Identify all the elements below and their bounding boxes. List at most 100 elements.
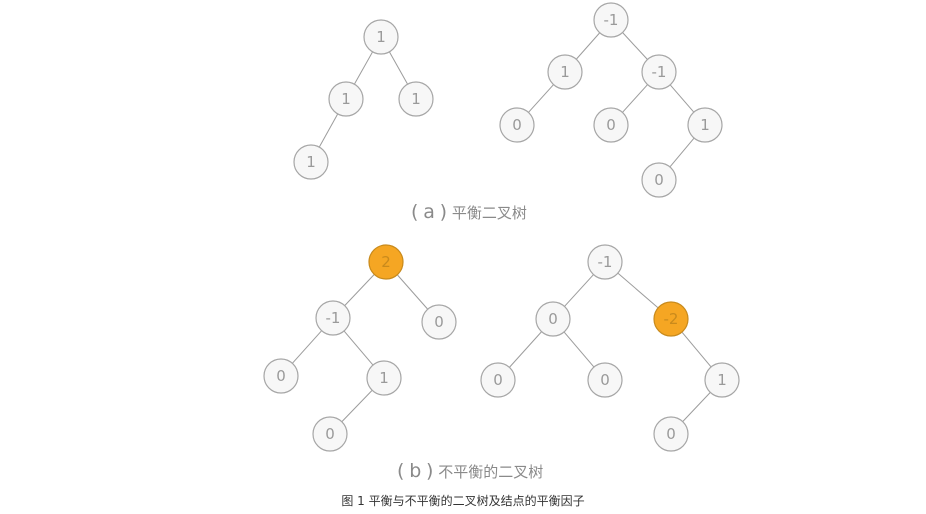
node-circle bbox=[641, 162, 677, 198]
caption-a-close-paren: ) bbox=[439, 201, 448, 223]
balance-factor-label: -1 bbox=[604, 11, 619, 29]
tree-node: 1 bbox=[398, 81, 434, 117]
balance-factor-label: 1 bbox=[379, 369, 389, 387]
tree-edge bbox=[353, 51, 374, 85]
tree-node: 0 bbox=[312, 416, 348, 452]
node-circle bbox=[315, 300, 351, 336]
tree-node: -1 bbox=[641, 54, 677, 90]
balance-factor-label: 0 bbox=[654, 171, 664, 189]
tree-node: -2 bbox=[653, 301, 689, 337]
tree-node: 0 bbox=[480, 362, 516, 398]
node-circle bbox=[421, 304, 457, 340]
tree-edge bbox=[509, 331, 542, 368]
tree-edge bbox=[575, 32, 601, 60]
balance-factor-label: 0 bbox=[493, 371, 503, 389]
node-circle bbox=[398, 81, 434, 117]
balance-factor-label: 1 bbox=[376, 28, 386, 46]
balance-factor-label: 1 bbox=[411, 90, 421, 108]
balance-factor-label: 1 bbox=[717, 371, 727, 389]
node-circle bbox=[641, 54, 677, 90]
tree-edge bbox=[291, 330, 323, 364]
tree-node: 0 bbox=[535, 301, 571, 337]
node-circle bbox=[653, 416, 689, 452]
tree-node: -1 bbox=[587, 244, 623, 280]
tree-edge bbox=[622, 84, 648, 113]
node-circle bbox=[328, 81, 364, 117]
tree-edge bbox=[318, 113, 339, 148]
tree-edge bbox=[622, 32, 648, 60]
balance-factor-label: 1 bbox=[306, 153, 316, 171]
tree-node: 1 bbox=[687, 107, 723, 143]
tree-edge bbox=[388, 51, 409, 85]
tree-node: 1 bbox=[363, 19, 399, 55]
tree-edge bbox=[669, 84, 695, 113]
node-circle bbox=[593, 2, 629, 38]
tree-edge bbox=[341, 389, 373, 423]
tree-edge bbox=[563, 331, 595, 368]
balance-factor-label: 1 bbox=[700, 116, 710, 134]
balance-factor-label: 0 bbox=[666, 425, 676, 443]
caption-a: ( a ) 平衡二叉树 bbox=[411, 201, 527, 223]
tree-edge bbox=[564, 274, 594, 307]
tree-node: 1 bbox=[366, 360, 402, 396]
balance-factor-label: -1 bbox=[326, 309, 341, 327]
node-circle bbox=[587, 362, 623, 398]
node-circle bbox=[366, 360, 402, 396]
caption-b-open-paren: ( bbox=[397, 460, 405, 482]
node-circle bbox=[293, 144, 329, 180]
tree-node: 0 bbox=[653, 416, 689, 452]
caption-b-close-paren: ) bbox=[426, 460, 434, 482]
caption-a-open-paren: ( bbox=[411, 201, 419, 223]
node-circle bbox=[312, 416, 348, 452]
balance-factor-label: 2 bbox=[381, 253, 391, 271]
balance-factor-label: 0 bbox=[434, 313, 444, 331]
balance-factor-label: 0 bbox=[606, 116, 616, 134]
tree-edge bbox=[617, 272, 659, 309]
balance-factor-label: 0 bbox=[512, 116, 522, 134]
balance-factor-label: -1 bbox=[652, 63, 667, 81]
tree-edge bbox=[682, 392, 711, 422]
tree-node: 1 bbox=[547, 54, 583, 90]
tree-node: 0 bbox=[587, 362, 623, 398]
tree-node: 0 bbox=[421, 304, 457, 340]
tree-node: 0 bbox=[499, 107, 535, 143]
node-circle bbox=[263, 358, 299, 394]
caption-b-text: 不平衡的二叉树 bbox=[438, 463, 544, 481]
balance-factor-label: 1 bbox=[341, 90, 351, 108]
tree-node: 1 bbox=[328, 81, 364, 117]
node-circle bbox=[547, 54, 583, 90]
caption-b-letter: b bbox=[409, 460, 422, 482]
caption-a-letter: a bbox=[423, 201, 435, 223]
tree-node: 0 bbox=[263, 358, 299, 394]
tree-edge bbox=[669, 137, 695, 168]
nodes-layer: 1 1 1 1 -1 1 -1 0 0 1 0 2 -1 0 0 1 0 -1 0 -2 0 0 1 0 bbox=[263, 2, 740, 452]
tree-edge bbox=[396, 274, 429, 310]
caption-a-text: 平衡二叉树 bbox=[451, 204, 527, 222]
figure-caption: 图 1 平衡与不平衡的二叉树及结点的平衡因子 bbox=[341, 494, 585, 508]
balance-factor-label: 0 bbox=[325, 425, 335, 443]
balance-factor-label: -1 bbox=[598, 253, 613, 271]
node-circle bbox=[587, 244, 623, 280]
node-circle bbox=[704, 362, 740, 398]
edges-layer bbox=[291, 32, 712, 423]
tree-edge bbox=[343, 330, 374, 366]
tree-edge bbox=[681, 331, 712, 368]
tree-node: -1 bbox=[593, 2, 629, 38]
unbalanced-node-circle bbox=[653, 301, 689, 337]
tree-node: 1 bbox=[704, 362, 740, 398]
tree-node: 0 bbox=[593, 107, 629, 143]
balance-factor-label: 0 bbox=[548, 310, 558, 328]
tree-node: 0 bbox=[641, 162, 677, 198]
unbalanced-node-circle bbox=[368, 244, 404, 280]
tree-node: 1 bbox=[293, 144, 329, 180]
node-circle bbox=[480, 362, 516, 398]
balance-factor-label: 1 bbox=[560, 63, 570, 81]
balance-factor-label: 0 bbox=[276, 367, 286, 385]
balance-factor-label: 0 bbox=[600, 371, 610, 389]
node-circle bbox=[499, 107, 535, 143]
node-circle bbox=[593, 107, 629, 143]
caption-b: ( b ) 不平衡的二叉树 bbox=[397, 460, 543, 482]
tree-edge bbox=[528, 84, 554, 113]
node-circle bbox=[363, 19, 399, 55]
